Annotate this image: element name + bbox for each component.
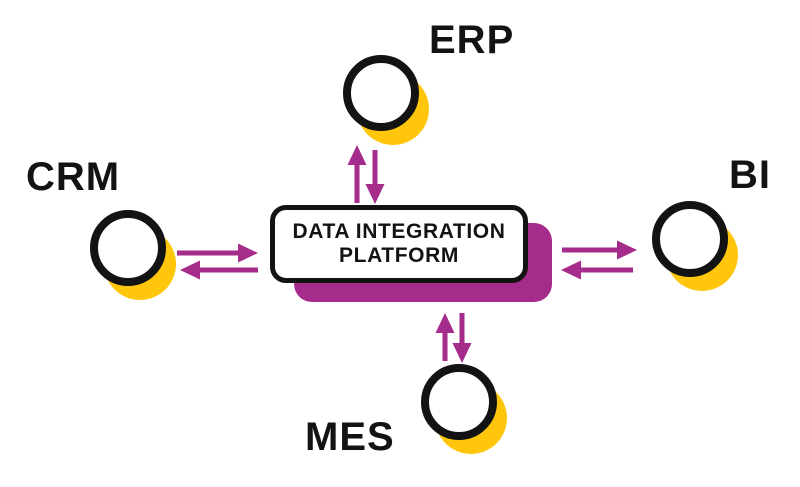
erp-label: ERP (429, 18, 515, 62)
arrow-crm-to-platform (177, 243, 258, 263)
platform-title-line1: DATA INTEGRATION (292, 219, 506, 243)
mes-circle-icon (421, 364, 497, 440)
crm-label: CRM (26, 155, 121, 199)
arrow-platform-to-erp (347, 145, 367, 203)
arrow-platform-to-bi (562, 240, 637, 260)
arrows-crm-platform (177, 243, 258, 280)
arrows-mes-platform (435, 313, 472, 363)
bi-node (652, 201, 738, 291)
crm-circle-icon (90, 210, 166, 286)
mes-label: MES (305, 415, 395, 459)
platform-box: DATA INTEGRATION PLATFORM (270, 205, 528, 283)
platform-title-line2: PLATFORM (339, 244, 459, 267)
bi-label: BI (729, 153, 771, 197)
mes-node (421, 364, 507, 454)
bi-circle-icon (652, 201, 728, 277)
arrow-platform-to-mes (452, 313, 472, 363)
arrows-bi-platform (561, 240, 637, 280)
arrow-mes-to-platform (435, 313, 455, 361)
crm-node (90, 210, 176, 300)
arrow-platform-to-crm (180, 260, 258, 280)
arrow-bi-to-platform (561, 260, 633, 280)
erp-circle-icon (343, 55, 419, 131)
arrow-erp-to-platform (365, 150, 385, 204)
erp-node (343, 55, 429, 145)
arrows-erp-platform (347, 145, 385, 204)
